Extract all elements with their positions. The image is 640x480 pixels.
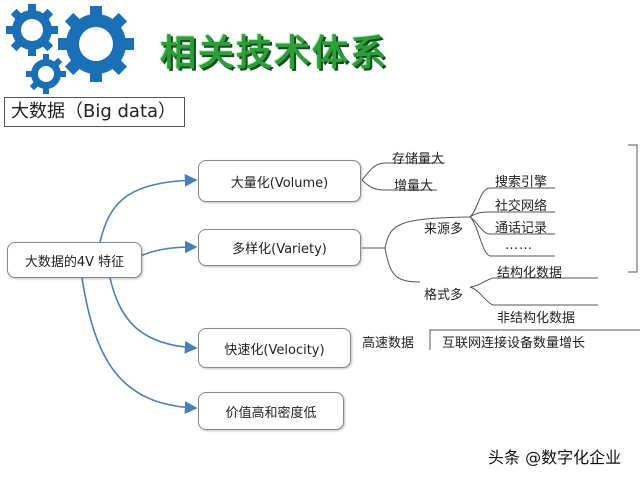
watermark-text: 头条 @数字化企业 [488, 448, 622, 467]
source-item-label: …… [505, 238, 533, 253]
root-node: 大数据的4V 特征 [7, 242, 142, 278]
subtitle-box: 大数据（Big data） [4, 97, 185, 127]
source-item-label: 通话记录 [495, 221, 548, 236]
variety-node: 多样化(Variety) [198, 229, 361, 266]
format-item-label: 非结构化数据 [497, 311, 576, 326]
format-label: 格式多 [424, 288, 464, 303]
source-label: 来源多 [424, 222, 464, 237]
volume-child-label: 增量大 [394, 179, 434, 194]
value-node: 价值高和密度低 [198, 392, 344, 430]
volume-node: 大量化(Volume) [198, 160, 361, 202]
velocity-item-label: 互联网连接设备数量增长 [442, 336, 586, 351]
velocity-node: 快速化(Velocity) [198, 328, 351, 368]
format-item-label: 结构化数据 [497, 266, 563, 281]
source-item-label: 搜索引擎 [495, 175, 548, 190]
source-item-label: 社交网络 [495, 199, 548, 214]
volume-child-label: 存储量大 [392, 152, 445, 167]
velocity-speed-label: 高速数据 [362, 336, 415, 351]
page-title: 相关技术体系 [160, 33, 389, 74]
gears-logo-icon [6, 4, 134, 94]
